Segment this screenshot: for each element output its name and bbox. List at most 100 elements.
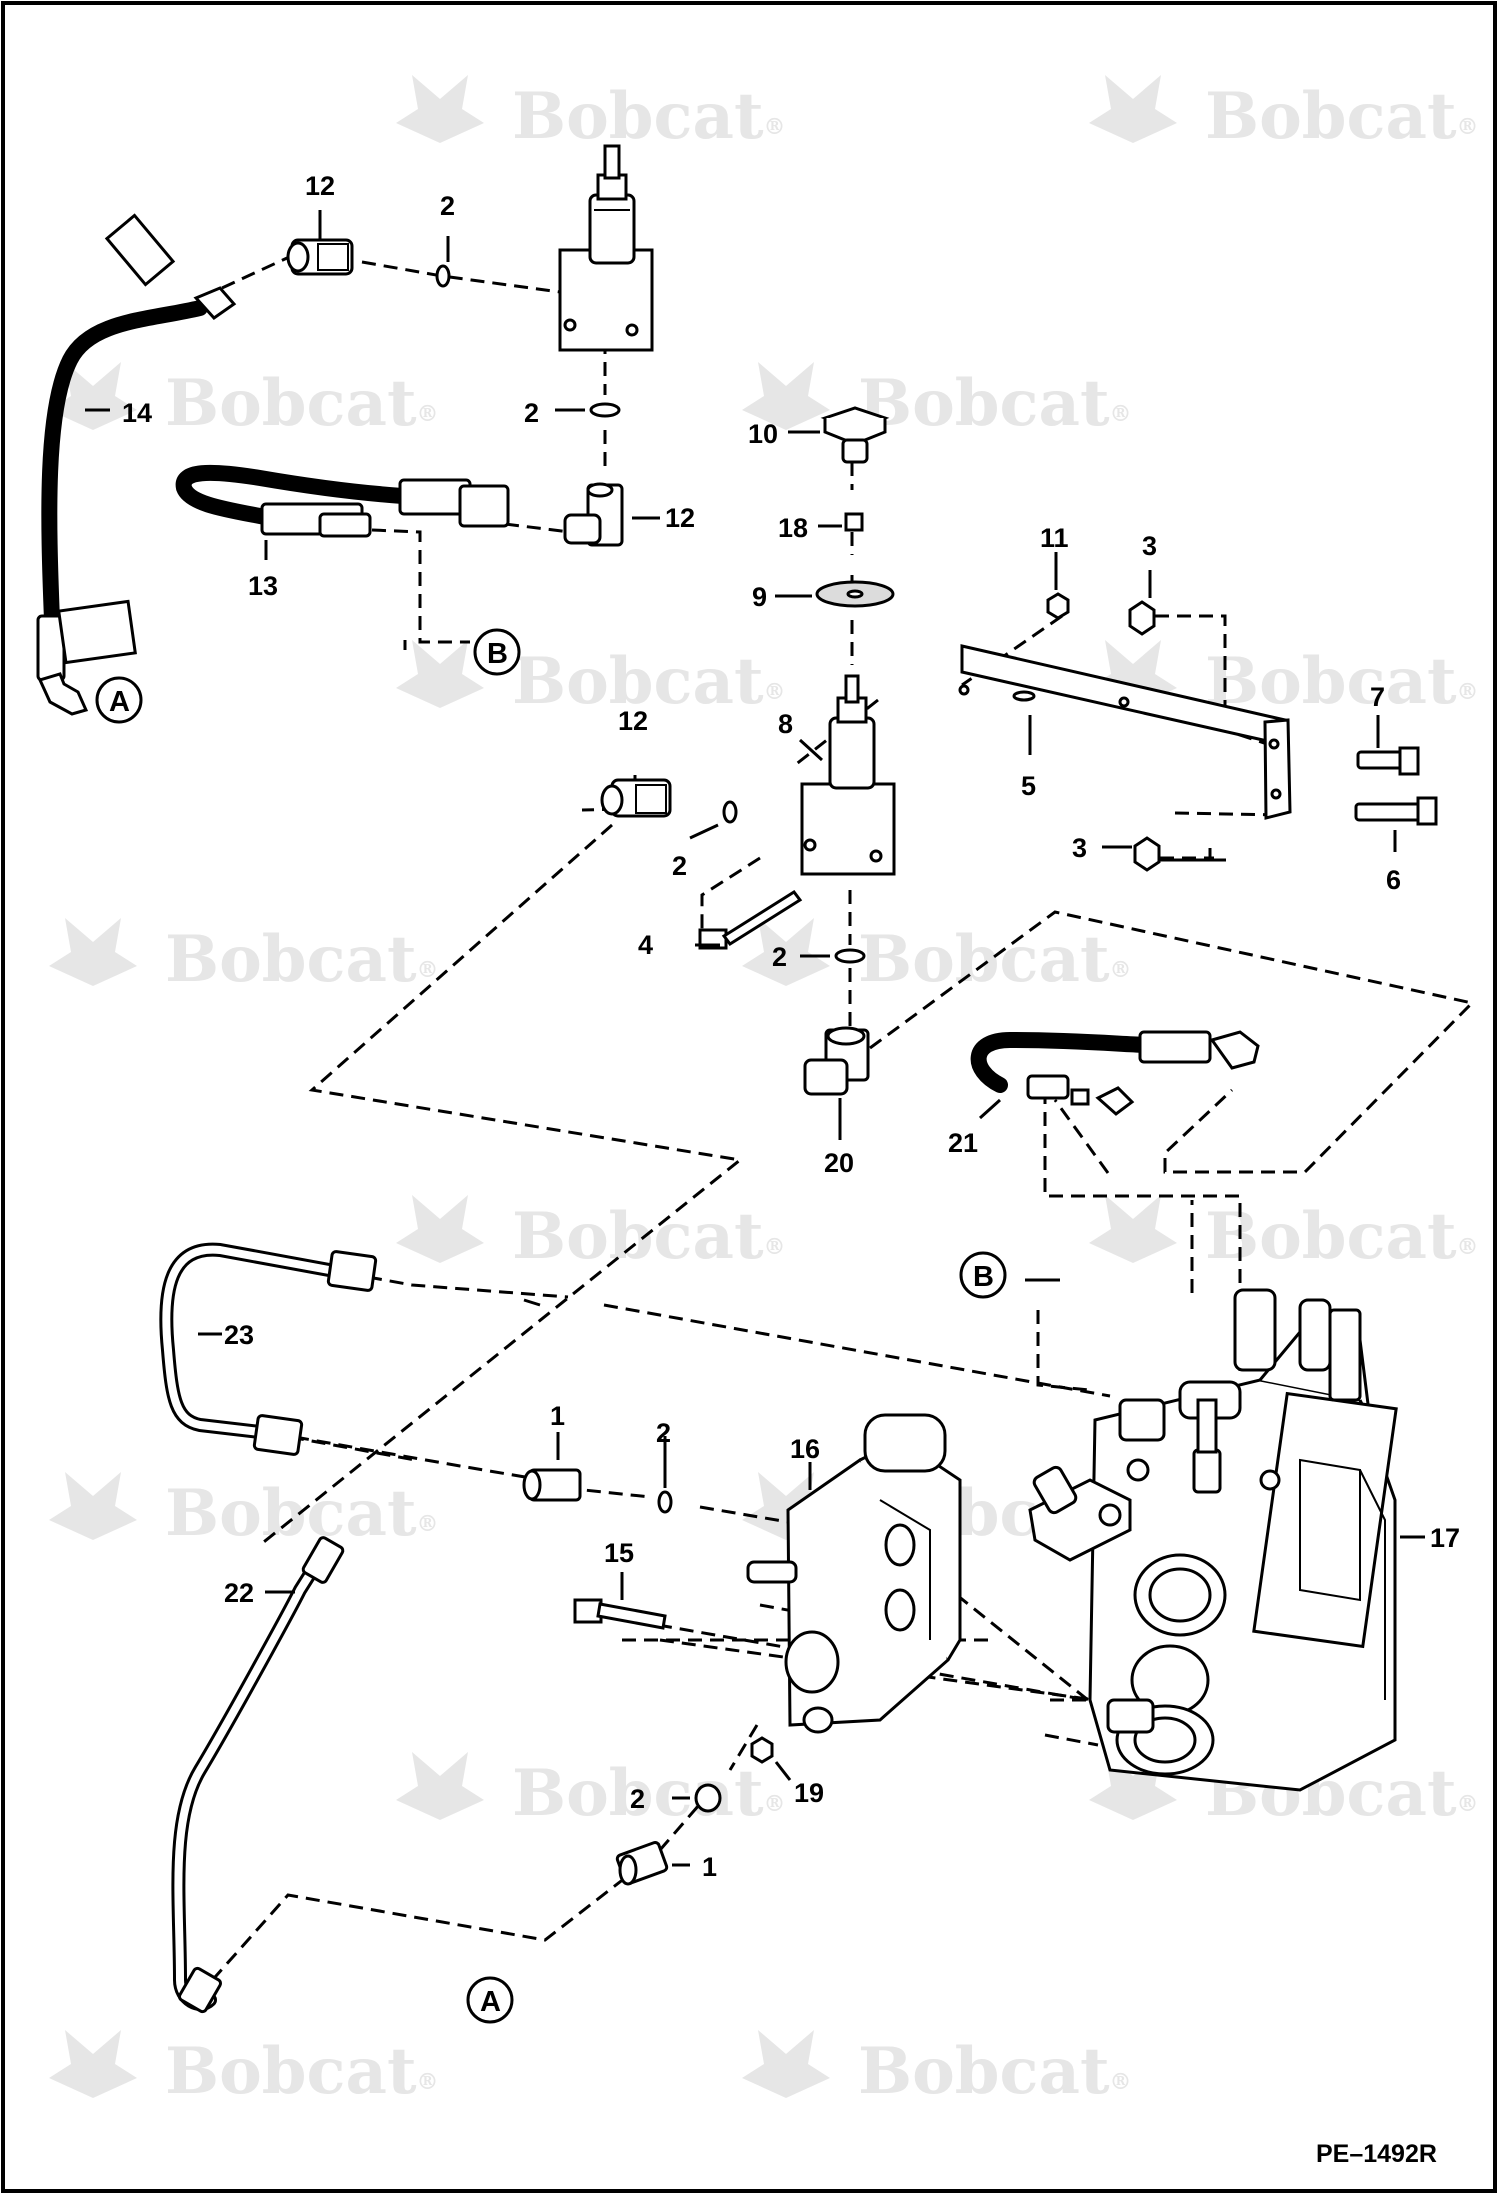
part-7-bolt xyxy=(1356,746,1420,776)
watermark-text: Bobcat® xyxy=(512,79,786,154)
callout-12: 12 xyxy=(305,171,335,201)
part-23-steel-tube xyxy=(159,1242,378,1456)
watermark-text: Bobcat® xyxy=(1205,79,1479,154)
watermark: Bobcat® xyxy=(396,75,786,154)
part-20-elbow-fitting xyxy=(803,1026,870,1096)
callout-6: 6 xyxy=(1386,865,1401,895)
watermark-text: Bobcat® xyxy=(512,1756,786,1831)
callout-9: 9 xyxy=(752,582,767,612)
watermark: Bobcat® xyxy=(1089,1195,1479,1274)
callout-3: 3 xyxy=(1072,833,1087,863)
watermark-text: Bobcat® xyxy=(165,922,439,997)
part-2-oring-center-left xyxy=(722,800,738,824)
watermark: Bobcat® xyxy=(396,1195,786,1274)
callout-4: 4 xyxy=(638,930,653,960)
drawing-id: PE–1492R xyxy=(1316,2140,1437,2168)
watermark: Bobcat® xyxy=(742,2030,1132,2109)
svg-text:A: A xyxy=(480,1986,501,2018)
part-12-elbow-fitting-center xyxy=(600,778,672,818)
watermark: Bobcat® xyxy=(49,2030,439,2109)
watermark-text: Bobcat® xyxy=(858,366,1132,441)
part-3-nut-bottom xyxy=(1133,836,1161,872)
svg-text:B: B xyxy=(487,638,508,670)
part-2-oring-top xyxy=(435,264,451,288)
relief-valve-top xyxy=(558,144,654,352)
leader-lines xyxy=(85,210,1425,1867)
callout-labels: 12 2 2 14 12 13 10 18 9 11 3 12 8 5 7 6 … xyxy=(122,171,1460,1882)
part-22-steel-tube xyxy=(171,1536,345,2014)
watermark-text: Bobcat® xyxy=(1205,1199,1479,1274)
callout-10: 10 xyxy=(748,419,778,449)
connector-b-top: B xyxy=(473,628,521,676)
watermark: Bobcat® xyxy=(1089,75,1479,154)
part-14-hose xyxy=(36,213,237,716)
callout-1: 1 xyxy=(550,1401,565,1431)
callout-3: 3 xyxy=(1142,531,1157,561)
callout-21: 21 xyxy=(948,1128,978,1158)
part-1-adapter-upper xyxy=(522,1468,582,1502)
part-21-hose xyxy=(970,1030,1260,1116)
callout-13: 13 xyxy=(248,571,278,601)
watermark: Bobcat® xyxy=(742,362,1132,441)
connector-a-top: A xyxy=(95,676,143,724)
watermark-text: Bobcat® xyxy=(858,922,1132,997)
relief-valve-center xyxy=(800,674,896,876)
callout-12: 12 xyxy=(665,503,695,533)
callout-1: 1 xyxy=(702,1852,717,1882)
callout-2: 2 xyxy=(656,1418,671,1448)
part-3-nut-top xyxy=(1128,600,1156,636)
part-19-nut xyxy=(750,1736,774,1764)
watermark: Bobcat® xyxy=(742,918,1132,997)
watermark-text: Bobcat® xyxy=(512,1199,786,1274)
part-12-elbow-fitting-top xyxy=(286,238,354,276)
watermark: Bobcat® xyxy=(396,640,786,719)
callout-15: 15 xyxy=(604,1538,634,1568)
part-4-bolt xyxy=(698,889,803,950)
callout-2: 2 xyxy=(672,851,687,881)
callout-12: 12 xyxy=(618,706,648,736)
part-2-oring-middle-top xyxy=(589,402,621,418)
part-13-hose xyxy=(175,464,510,538)
part-17-control-valve xyxy=(1028,1288,1398,1792)
part-12-elbow-fitting-middle xyxy=(563,482,624,547)
watermark-text: Bobcat® xyxy=(512,644,786,719)
watermark-layer: Bobcat® Bobcat® Bobcat® Bobcat® Bobcat® … xyxy=(49,75,1479,2109)
callout-2: 2 xyxy=(772,942,787,972)
callout-18: 18 xyxy=(778,513,808,543)
part-15-bolt xyxy=(573,1598,667,1630)
part-2-oring-lower-right xyxy=(657,1490,673,1514)
part-1-adapter-lower xyxy=(615,1841,669,1886)
watermark-text: Bobcat® xyxy=(165,366,439,441)
part-2-oring-center-bottom xyxy=(834,948,866,964)
watermark: Bobcat® xyxy=(49,918,439,997)
callout-22: 22 xyxy=(224,1578,254,1608)
callout-20: 20 xyxy=(824,1148,854,1178)
watermark-text: Bobcat® xyxy=(165,1476,439,1551)
watermark: Bobcat® xyxy=(49,1472,439,1551)
part-5-bracket xyxy=(958,644,1292,820)
svg-text:B: B xyxy=(973,1261,994,1293)
part-6-bolt xyxy=(1354,796,1438,826)
callout-17: 17 xyxy=(1430,1523,1460,1553)
connector-a-bottom: A xyxy=(466,1976,514,2024)
part-2-oring-lower-left xyxy=(694,1783,722,1813)
callout-8: 8 xyxy=(778,709,793,739)
callout-11: 11 xyxy=(1040,523,1069,553)
callout-7: 7 xyxy=(1370,682,1385,712)
svg-text:A: A xyxy=(109,686,130,718)
part-9-washer xyxy=(815,580,895,608)
part-11-nut xyxy=(1046,592,1070,620)
callout-14: 14 xyxy=(122,398,152,428)
watermark: Bobcat® xyxy=(396,1752,786,1831)
watermark-text: Bobcat® xyxy=(165,2034,439,2109)
callout-2: 2 xyxy=(630,1784,645,1814)
callout-5: 5 xyxy=(1021,771,1036,801)
connector-markers: A B B A xyxy=(95,628,1007,2024)
watermark-text: Bobcat® xyxy=(1205,644,1479,719)
callout-19: 19 xyxy=(794,1778,824,1808)
callout-16: 16 xyxy=(790,1434,820,1464)
part-18-nut xyxy=(844,512,864,532)
